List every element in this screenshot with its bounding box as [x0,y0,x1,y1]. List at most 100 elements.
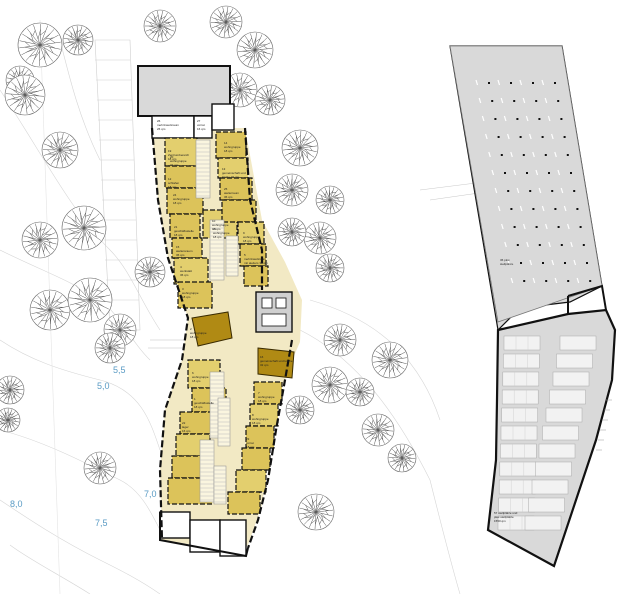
tree [41,131,79,169]
room-label-line: 4 [180,265,182,269]
outer-wall-bottom [159,512,249,558]
marking [563,205,567,212]
service-core [255,291,293,333]
column [520,262,522,264]
tree [222,72,258,108]
room-label-line: wohngruppe [212,223,229,227]
rooms-left [164,131,283,515]
room-label-line: 1 [194,397,196,401]
column [551,190,554,192]
tree [94,332,126,364]
tree [315,185,345,215]
marking [526,241,529,248]
tree [303,221,337,255]
room-label-line: vorrat [197,123,205,127]
room-label-line: wohngruppe [258,395,275,399]
column [529,190,532,192]
side-hatching [596,399,612,451]
marking [491,169,495,176]
marking [510,277,514,284]
room-label-line: 16 qm [182,429,191,433]
marking [522,97,526,104]
marking [503,115,507,122]
marking [519,205,523,212]
tree [297,493,335,531]
tree [275,173,309,207]
stair-strip [199,439,215,503]
column [566,154,569,156]
contour-label-7-5: 7,5 [95,518,108,528]
room-label-line: 26 [157,119,161,123]
room-label-line: 14 [224,141,228,145]
parking-bay [535,461,572,477]
parking-bay [501,389,539,405]
room [173,257,209,285]
tree [209,5,243,39]
column [542,262,544,264]
marking [541,79,545,86]
marking [529,133,532,140]
outer-wall-left [150,127,190,541]
room-label-line: 10 [212,219,216,223]
marking [494,187,498,194]
room-label-line: gemeinschaft und [222,171,246,175]
tree [311,366,349,404]
marking [507,259,511,266]
room-label-line: 13 [222,167,226,171]
room-label-line: gemeinschaft und küche [260,359,293,363]
room-label-line: wohngruppe [192,375,209,379]
room-label-line: 11 [213,227,216,231]
room-label-line: 18 qm [258,399,267,403]
room-label-line: 20 [170,155,174,159]
room-label-line: mehrzweckraum [244,257,267,261]
trees [0,5,417,531]
feature-room-b [257,347,295,379]
parking-bay [498,479,536,495]
tree [345,377,375,407]
room-label-line: schlafen [168,181,180,185]
room-label-line: vorrat [246,441,254,445]
marking [554,277,558,284]
marking [501,223,504,230]
tree [281,129,319,167]
marking [538,187,542,194]
marking [523,223,526,230]
room-label-line: 5 [244,253,246,257]
marking [519,79,523,86]
marking [525,115,529,122]
room-label-line: wohngruppe [173,197,190,201]
column [557,100,560,102]
marking [532,277,536,284]
column [545,280,548,282]
room-label-line: 36 qm [176,253,185,257]
column [544,154,547,156]
column [579,226,582,228]
marking [488,151,491,158]
parking-bay [538,443,576,459]
room-label-line: 36 qm [224,195,233,199]
marking [485,133,488,140]
building-right [449,45,617,568]
room-label-line: 32 qm [260,363,269,367]
marking [532,151,535,158]
column [491,100,494,102]
outer-wall-right [243,127,294,549]
column [586,262,588,264]
room-label-line: 23 [246,437,250,441]
tree [67,277,113,323]
tree [0,407,21,433]
room-label-line: wohngruppe [170,159,187,163]
room [227,491,261,515]
room-label-line: 26 qm [157,127,166,131]
header-service-rooms [151,103,235,139]
parking-bay [499,461,537,477]
room-label-line: wohngruppe [182,291,199,295]
